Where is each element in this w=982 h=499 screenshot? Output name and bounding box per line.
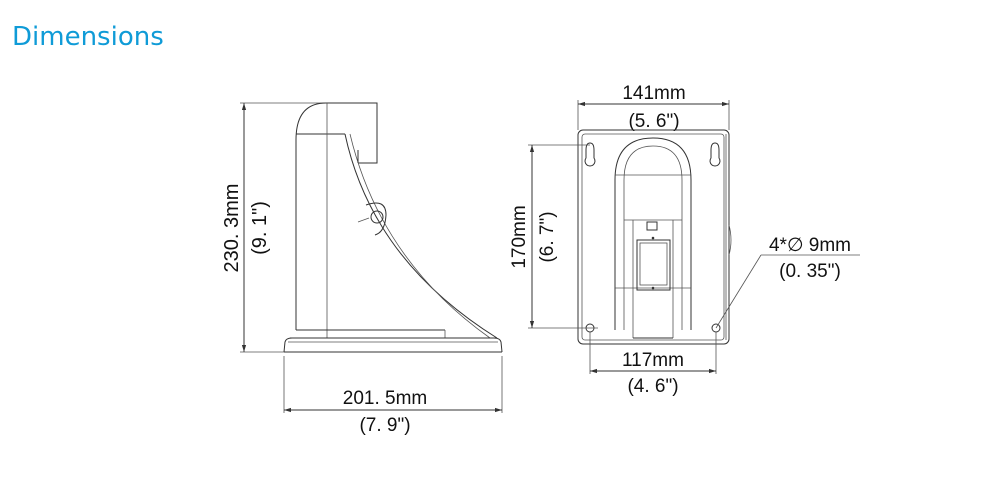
depth-mm-label: 201. 5mm	[343, 388, 427, 409]
height-in-label: (9. 1")	[249, 201, 271, 255]
depth-in-label: (7. 9")	[359, 415, 410, 436]
horizontal-spacing-mm-label: 117mm	[622, 350, 684, 371]
width-in-label: (5. 6")	[628, 111, 679, 132]
width-mm-label: 141mm	[622, 83, 685, 104]
section-title: Dimensions	[12, 22, 164, 52]
side-view: 230. 3mm (9. 1") 201. 5mm (7. 9")	[221, 102, 503, 436]
height-mm-label: 230. 3mm	[221, 184, 243, 273]
vertical-spacing-in-label: (6. 7")	[537, 211, 558, 262]
vertical-spacing-mm-label: 170mm	[509, 205, 530, 268]
horizontal-spacing-in-label: (4. 6")	[627, 376, 678, 397]
hole-spec-label: 4*∅ 9mm	[769, 235, 851, 256]
hole-spec-in-label: (0. 35")	[779, 261, 841, 282]
front-view: 141mm (5. 6") 170mm (6. 7")	[509, 83, 860, 397]
